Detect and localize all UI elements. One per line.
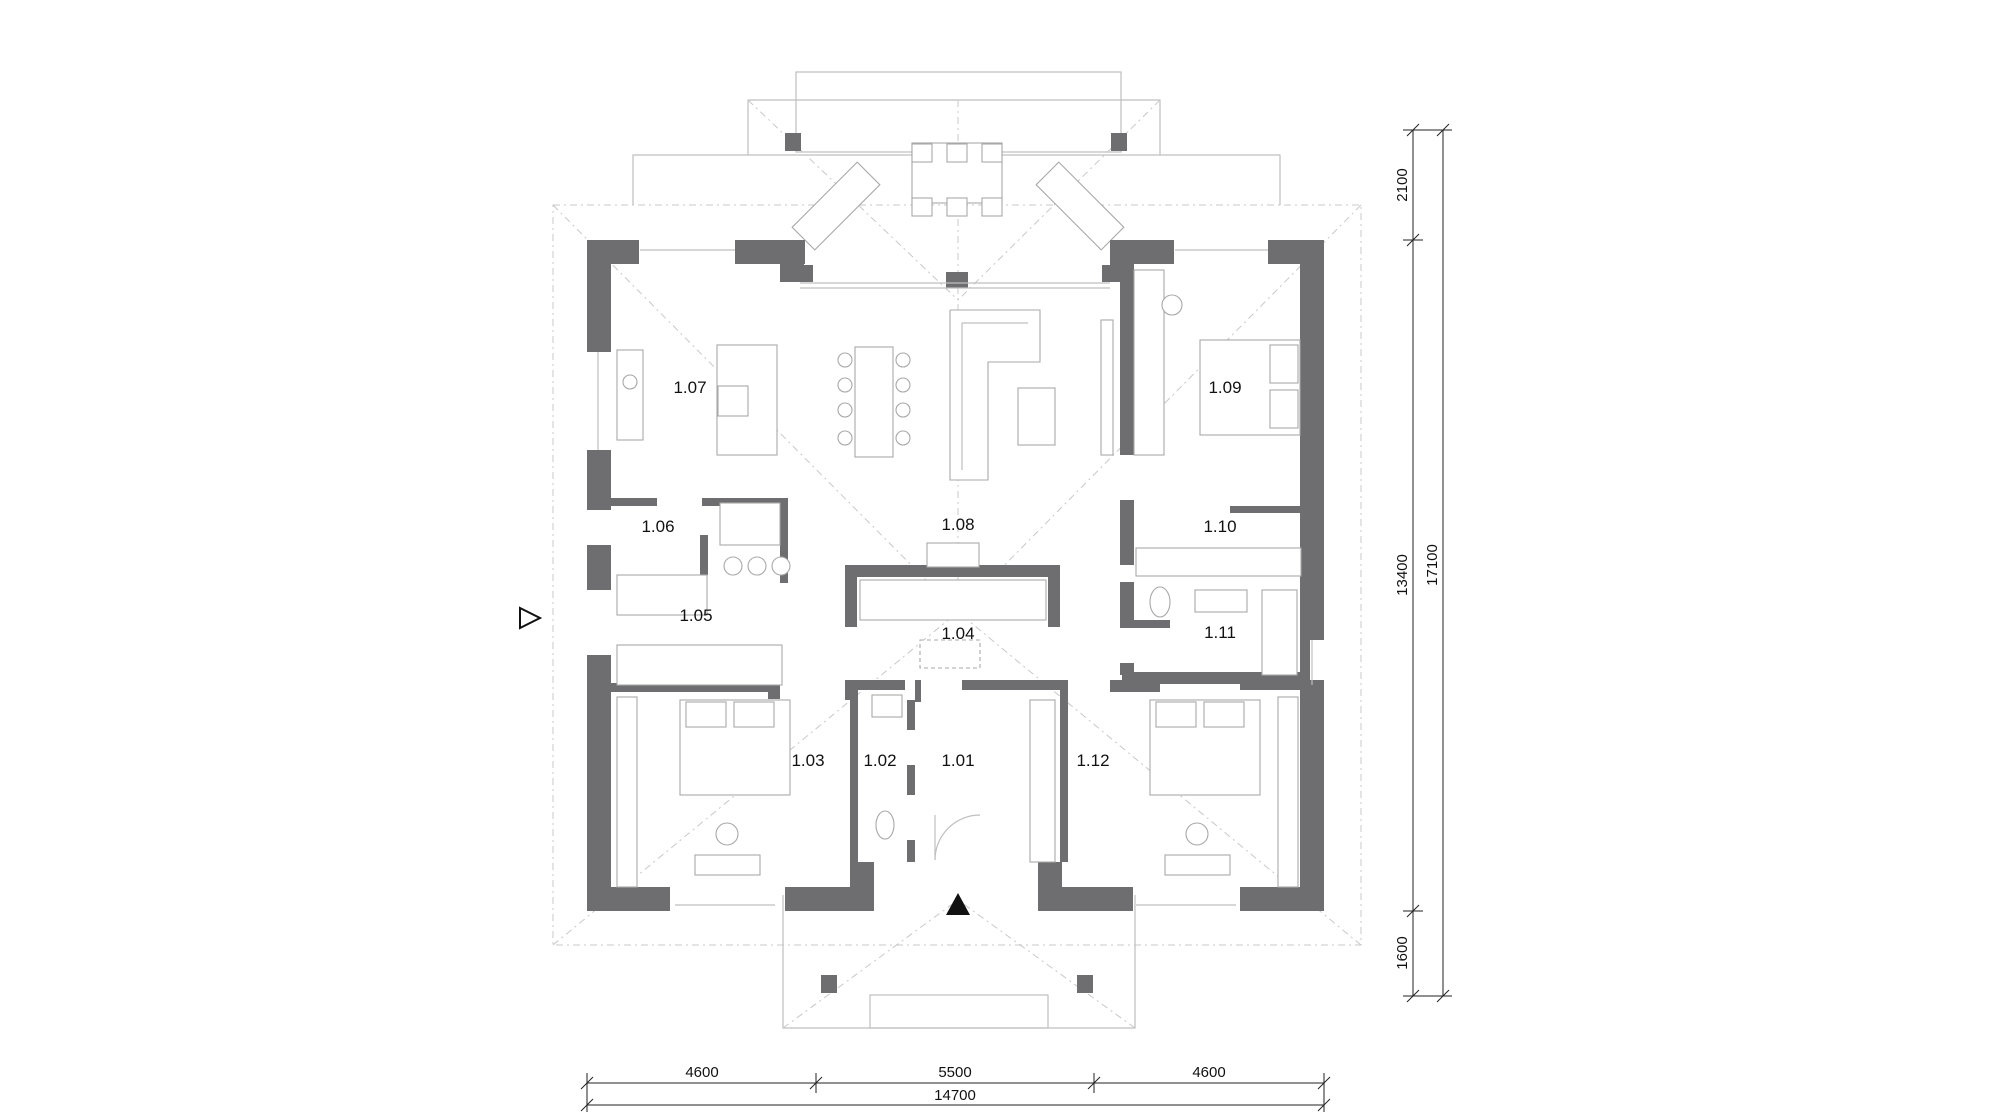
room-label: 1.07 [673, 378, 706, 397]
windows [597, 249, 1313, 906]
terrace-furniture [785, 133, 1127, 993]
room-label: 1.04 [941, 624, 974, 643]
bottom-dimensions: 4600 5500 4600 14700 [580, 1064, 1331, 1112]
room-label: 1.10 [1203, 517, 1236, 536]
dimension-label: 4600 [1192, 1064, 1225, 1081]
right-dimensions: 2100 13400 1600 17100 [1394, 123, 1452, 1003]
furniture [616, 269, 1302, 888]
dimension-label: 5500 [938, 1064, 971, 1081]
room-labels: 1.07 1.09 1.06 1.08 1.10 1.05 1.04 1.11 … [641, 378, 1241, 770]
dimension-label: 17100 [1424, 544, 1441, 586]
room-label: 1.01 [941, 751, 974, 770]
room-label: 1.11 [1204, 623, 1236, 642]
room-label: 1.08 [941, 515, 974, 534]
dimension-label: 13400 [1394, 554, 1411, 596]
dimension-label: 4600 [685, 1064, 718, 1081]
room-label: 1.05 [679, 606, 712, 625]
room-label: 1.12 [1076, 751, 1109, 770]
dimension-label: 2100 [1394, 168, 1411, 201]
dimension-label: 1600 [1394, 936, 1411, 969]
walls [587, 240, 1324, 911]
room-label: 1.06 [641, 517, 674, 536]
room-label: 1.09 [1208, 378, 1241, 397]
side-entrance-arrow-icon [519, 606, 543, 630]
entrance-arrow-icon [946, 893, 970, 915]
dimension-label: 14700 [934, 1087, 976, 1104]
interior-walls [605, 265, 1324, 862]
room-label: 1.03 [791, 751, 824, 770]
room-label: 1.02 [863, 751, 896, 770]
